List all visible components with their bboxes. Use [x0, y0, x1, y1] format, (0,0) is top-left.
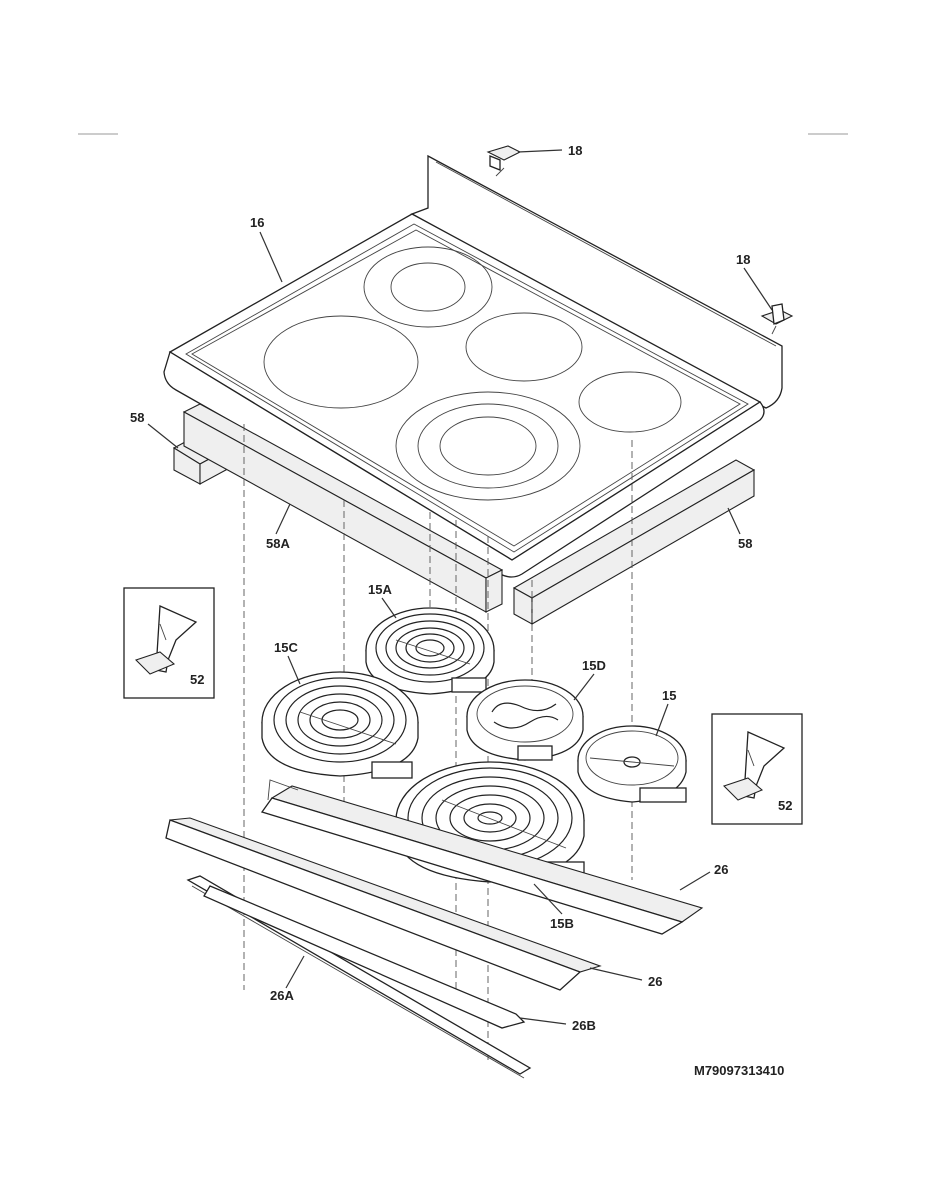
- callout-26b: 26B: [572, 1018, 596, 1033]
- rail-26b: [203, 885, 526, 1029]
- insulation-front-58a: [182, 403, 504, 613]
- callout-26-front: 26: [648, 974, 662, 989]
- detail-box-right-52: [711, 713, 803, 825]
- element-15: [577, 725, 687, 803]
- element-15a: [365, 607, 495, 695]
- alignment-lines: [243, 424, 633, 1060]
- callout-52-left: 52: [190, 672, 204, 687]
- callout-15: 15: [662, 688, 676, 703]
- callout-58-left: 58: [130, 410, 144, 425]
- leader-lines: [147, 149, 773, 1025]
- element-15d: [466, 679, 584, 761]
- callout-16: 16: [250, 215, 264, 230]
- detail-box-left-52: [123, 587, 215, 699]
- callout-18-right: 18: [736, 252, 750, 267]
- callout-15d: 15D: [582, 658, 606, 673]
- bracket-26-front: [165, 817, 602, 991]
- callout-58-right: 58: [738, 536, 752, 551]
- bracket-18-left: [486, 145, 522, 177]
- bracket-26-rear: [260, 779, 704, 935]
- callout-26a: 26A: [270, 988, 294, 1003]
- element-15c: [261, 671, 419, 779]
- bracket-18-right: [760, 303, 794, 335]
- callout-26-rear: 26: [714, 862, 728, 877]
- callout-15a: 15A: [368, 582, 392, 597]
- drawing-number: M79097313410: [694, 1063, 784, 1078]
- callout-15c: 15C: [274, 640, 298, 655]
- callout-52-right: 52: [778, 798, 792, 813]
- callout-58a: 58A: [266, 536, 290, 551]
- cooktop-glass-top: [163, 154, 783, 578]
- callout-18-top: 18: [568, 143, 582, 158]
- callout-15b: 15B: [550, 916, 574, 931]
